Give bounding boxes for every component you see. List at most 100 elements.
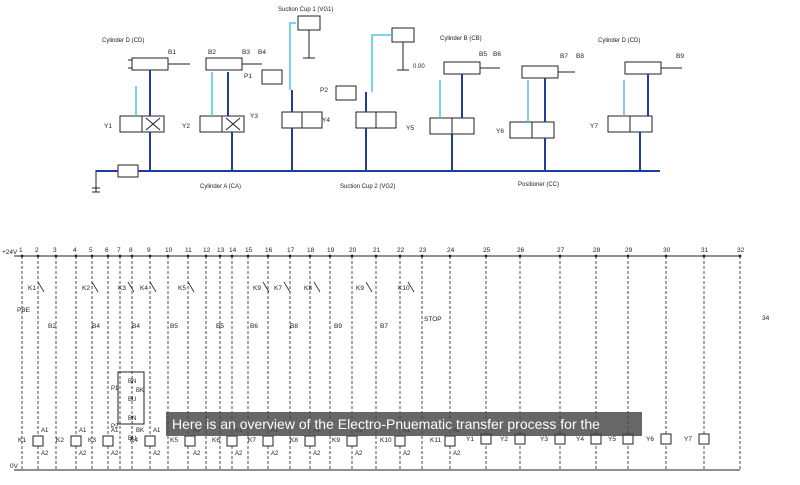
coil-terminal-a2: A2	[355, 451, 363, 457]
rung-node	[626, 254, 630, 258]
press-bu2-label: BU	[128, 436, 136, 442]
rung-node	[266, 254, 270, 258]
cylinder-d-left-label: Cylinder D (CD)	[102, 38, 144, 44]
sensor-contact-label: B6	[250, 323, 258, 330]
relay-coil-label: K5	[170, 437, 178, 444]
pressure-switch-block: P1 BN BK BU P2 BN BK BU	[111, 371, 145, 442]
output-coil-label: Y3	[540, 436, 548, 443]
pneumatic-labels: Cylinder D (CD) Cylinder A (CA) Cylinder…	[102, 7, 684, 190]
rung-node	[218, 254, 222, 258]
valve-y4-label: Y4	[322, 117, 330, 124]
coil-terminal-a1: A1	[153, 428, 161, 434]
sensor-contact-label: B2	[48, 323, 56, 330]
sensor-b1-label: B1	[168, 49, 176, 56]
contact-label: K10	[398, 285, 410, 292]
coil-terminal-a2: A2	[79, 451, 87, 457]
rung-number: 25	[483, 247, 491, 254]
rung-node	[448, 254, 452, 258]
relay-coil	[444, 435, 456, 447]
sensor-contact-label: B4	[132, 323, 140, 330]
relay-coil-label: K8	[290, 437, 298, 444]
contact-symbol	[283, 281, 291, 293]
rung-node	[558, 254, 562, 258]
pressure-switch-p2-label: P2	[320, 87, 328, 94]
rung-node	[420, 254, 424, 258]
valve-y7-label: Y7	[590, 123, 598, 130]
relay-coil-label: K11	[430, 437, 441, 444]
contact-label: K2	[82, 285, 90, 292]
rung-number: 28	[593, 247, 601, 254]
coil-terminal-a2: A2	[271, 451, 279, 457]
sensor-contact-label: B5	[170, 323, 178, 330]
rung-node	[90, 254, 94, 258]
rung-node	[118, 254, 122, 258]
rung-number: 15	[245, 247, 253, 254]
sensor-b6-label: B6	[493, 51, 501, 58]
press-p2-label: P2	[111, 424, 119, 430]
supply-bottom-label: 0V	[10, 463, 19, 470]
sensor-b7-label: B7	[560, 53, 568, 60]
cylinder-b-label: Cylinder B (CB)	[440, 36, 482, 42]
rung-node	[374, 254, 378, 258]
rung-node	[308, 254, 312, 258]
press-bn-label: BN	[128, 379, 136, 385]
rung-node	[328, 254, 332, 258]
output-coil	[660, 433, 672, 445]
contact-label: K3	[118, 285, 126, 292]
relay-coil-label: K2	[56, 437, 64, 444]
pbe-label: PBE	[17, 307, 31, 314]
press-p1-label: P1	[111, 386, 119, 392]
coil-terminal-a2: A2	[193, 451, 201, 457]
sensor-contact-label: B7	[380, 323, 388, 330]
relay-coil	[102, 435, 114, 447]
rung-node	[106, 254, 110, 258]
contact-symbol	[313, 281, 321, 293]
contact-label: K5	[178, 285, 186, 292]
video-subtitle: Here is an overview of the Electro-Pnuem…	[166, 412, 642, 436]
rung-node	[166, 254, 170, 258]
sensor-contact-label: B4	[92, 323, 100, 330]
rung-number: 8	[129, 247, 133, 254]
rung-number: 1	[19, 247, 23, 254]
rung-number: 24	[447, 247, 455, 254]
rung-node	[484, 254, 488, 258]
relay-coil-label: K3	[88, 437, 96, 444]
relay-coil	[226, 435, 238, 447]
contact-symbol	[37, 281, 45, 293]
output-coil-label: Y6	[646, 436, 654, 443]
relay-coil	[32, 435, 44, 447]
press-bu-label: BU	[128, 397, 136, 403]
contact-symbol	[407, 281, 415, 293]
contact-label: K9	[253, 285, 261, 292]
cylinder-a-label: Cylinder A (CA)	[200, 184, 241, 190]
rung-node	[350, 254, 354, 258]
rung-node	[230, 254, 234, 258]
coil-terminal-a2: A2	[313, 451, 321, 457]
rung-number: 12	[203, 247, 211, 254]
rung-number: 19	[327, 247, 335, 254]
relay-coil	[144, 435, 156, 447]
coil-terminal-a2: A2	[235, 451, 243, 457]
valve-y5-label: Y5	[406, 125, 414, 132]
relay-coil-label: K7	[248, 437, 256, 444]
rung-number: 21	[373, 247, 381, 254]
coil-terminal-a2: A2	[453, 451, 461, 457]
press-bn2-label: BN	[128, 416, 136, 422]
sensor-b2-label: B2	[208, 49, 216, 56]
stop-label: STOP	[424, 316, 442, 323]
output-coil	[698, 433, 710, 445]
sensor-contact-label: B8	[290, 323, 298, 330]
pneumatic-circuit	[92, 15, 682, 193]
contact-symbol	[187, 281, 195, 293]
rung-number: 27	[557, 247, 565, 254]
output-coil-label: Y7	[684, 436, 692, 443]
relay-coil	[346, 435, 358, 447]
rung-node	[54, 254, 58, 258]
rung-number: 22	[397, 247, 405, 254]
sensor-b4-label: B4	[258, 49, 266, 56]
rung-node	[130, 254, 134, 258]
valve-y1-label: Y1	[104, 123, 112, 130]
